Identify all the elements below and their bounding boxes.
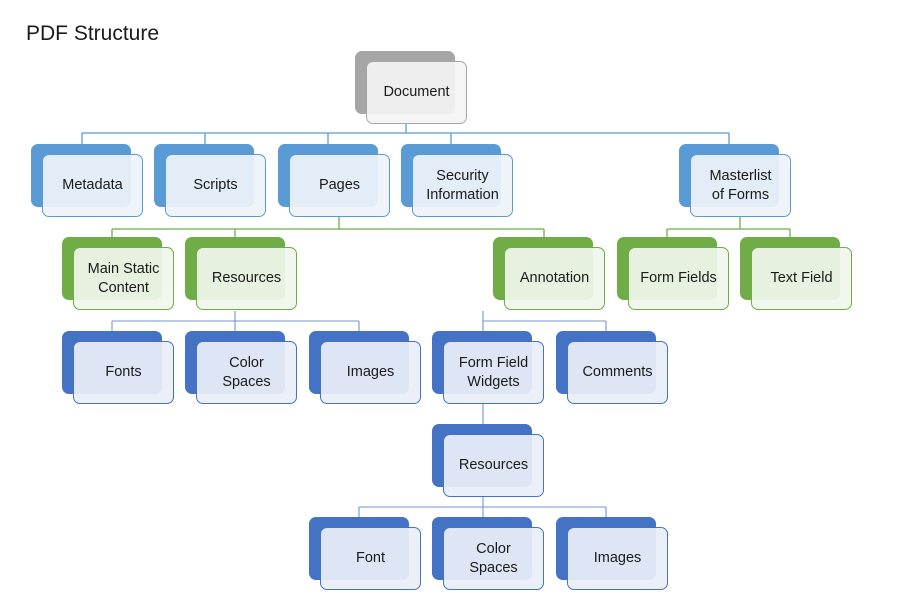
node-form-field-widgets[interactable]: Form Field Widgets xyxy=(432,331,544,405)
node-scripts[interactable]: Scripts xyxy=(154,144,266,218)
node-label: Pages xyxy=(289,154,390,217)
connectors-widget-resources xyxy=(358,497,607,517)
node-label: Main Static Content xyxy=(73,247,174,310)
node-label: Color Spaces xyxy=(196,341,297,404)
node-label: Metadata xyxy=(42,154,143,217)
node-widget-images[interactable]: Images xyxy=(556,517,668,591)
node-text-field[interactable]: Text Field xyxy=(740,237,852,311)
connectors-annotation xyxy=(482,311,607,331)
node-label: Annotation xyxy=(504,247,605,310)
node-label: Form Fields xyxy=(628,247,729,310)
node-widget-font[interactable]: Font xyxy=(309,517,421,591)
connectors-document xyxy=(81,123,730,144)
connectors-resources xyxy=(111,311,360,331)
node-pages[interactable]: Pages xyxy=(278,144,390,218)
node-color-spaces[interactable]: Color Spaces xyxy=(185,331,297,405)
node-label: Form Field Widgets xyxy=(443,341,544,404)
node-widget-resources[interactable]: Resources xyxy=(432,424,544,498)
node-masterlist-of-forms[interactable]: Masterlist of Forms xyxy=(679,144,791,218)
node-metadata[interactable]: Metadata xyxy=(31,144,143,218)
node-resources[interactable]: Resources xyxy=(185,237,297,311)
node-label: Color Spaces xyxy=(443,527,544,590)
node-label: Resources xyxy=(443,434,544,497)
node-label: Security Information xyxy=(412,154,513,217)
node-form-fields[interactable]: Form Fields xyxy=(617,237,729,311)
node-widget-color-spaces[interactable]: Color Spaces xyxy=(432,517,544,591)
node-label: Fonts xyxy=(73,341,174,404)
node-label: Font xyxy=(320,527,421,590)
node-label: Scripts xyxy=(165,154,266,217)
node-label: Images xyxy=(567,527,668,590)
node-comments[interactable]: Comments xyxy=(556,331,668,405)
node-label: Resources xyxy=(196,247,297,310)
node-label: Images xyxy=(320,341,421,404)
node-images[interactable]: Images xyxy=(309,331,421,405)
node-main-static-content[interactable]: Main Static Content xyxy=(62,237,174,311)
node-security-information[interactable]: Security Information xyxy=(401,144,513,218)
connectors-masterlist xyxy=(666,217,791,237)
node-label: Text Field xyxy=(751,247,852,310)
node-fonts[interactable]: Fonts xyxy=(62,331,174,405)
node-annotation[interactable]: Annotation xyxy=(493,237,605,311)
diagram-title: PDF Structure xyxy=(26,22,160,45)
node-label: Comments xyxy=(567,341,668,404)
node-document[interactable]: Document xyxy=(355,51,467,125)
connectors-pages xyxy=(111,217,545,237)
node-label: Document xyxy=(366,61,467,124)
node-label: Masterlist of Forms xyxy=(690,154,791,217)
